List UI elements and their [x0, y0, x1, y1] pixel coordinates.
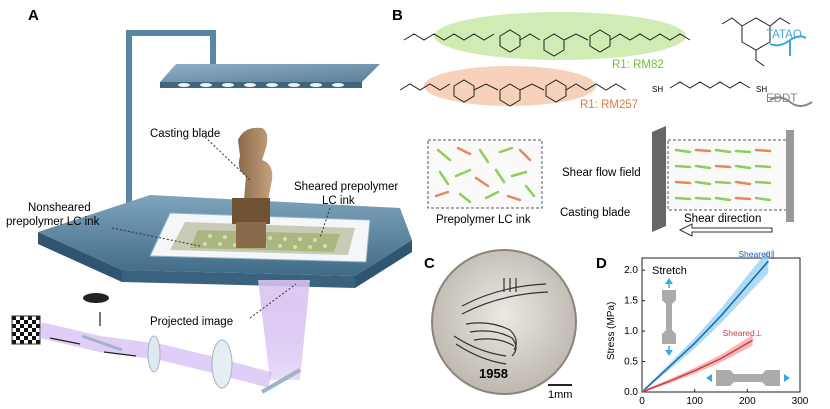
label-nonsheared-2: prepolymer LC ink: [6, 216, 100, 228]
label-tatao: TATAO: [766, 29, 802, 41]
label-rm82: R1: RM82: [612, 59, 664, 71]
panel-b: B R1: RM82 R1: RM257: [392, 7, 812, 236]
label-shear-direction: Shear direction: [684, 213, 761, 225]
y-tick-label: 0.0: [624, 387, 638, 398]
right-wall: [786, 130, 794, 222]
label-rm257: R1: RM257: [580, 99, 638, 111]
label-prepolymer-ink: Prepolymer LC ink: [436, 214, 531, 226]
y-tick-label: 2.0: [624, 265, 638, 276]
x-tick-label: 200: [739, 396, 756, 407]
optics: [12, 293, 300, 392]
label-projected-image: Projected image: [150, 316, 233, 328]
tatao-structure: [722, 18, 790, 66]
label-sheared-ink-1: Sheared prepolymer: [294, 181, 398, 193]
light-source-plate: [160, 64, 380, 88]
projection-beam: [258, 280, 310, 380]
x-tick-label: 300: [792, 396, 809, 407]
label-shear-flow-field: Shear flow field: [562, 167, 641, 179]
x-tick-label: 100: [686, 396, 703, 407]
y-axis-label: Stress (MPa): [606, 302, 617, 360]
inset-stretch-label: Stretch: [652, 265, 687, 277]
shear-direction-arrow: [680, 224, 772, 236]
label-nonsheared-1: Nonsheared: [28, 202, 91, 214]
panel-label-b: B: [392, 7, 403, 24]
blade-wall: [652, 126, 666, 232]
rm257-highlight: [424, 66, 596, 106]
series-label-0: Sheared∥: [738, 249, 774, 259]
scale-label: 1mm: [548, 389, 572, 401]
panel-d: D 0 100 200 300 0.0 0.5 1.0 1.5 2.0 Sheared∥ Shear…: [596, 249, 809, 407]
x-tick-label: 0: [639, 396, 645, 407]
label-casting-blade-b: Casting blade: [560, 207, 630, 219]
eddt-structure: [670, 82, 750, 88]
stand-pole: [126, 30, 132, 230]
panel-c: C 1958 1mm: [424, 250, 576, 401]
panel-label-c: C: [424, 255, 435, 272]
eddt-sh-left: SH: [652, 85, 663, 94]
panel-label-a: A: [28, 7, 39, 24]
dmd-checker: [12, 316, 40, 344]
coin-year: 1958: [479, 366, 508, 381]
label-casting-blade: Casting blade: [150, 128, 220, 140]
series-label-1: Sheared⊥: [723, 328, 763, 338]
y-tick-label: 1.0: [624, 326, 638, 337]
label-sheared-ink-2: LC ink: [322, 195, 355, 207]
label-eddt: EDDT: [766, 93, 797, 105]
y-tick-label: 0.5: [624, 357, 638, 368]
panel-label-d: D: [596, 255, 607, 272]
panel-a: A: [6, 7, 412, 392]
stand-arm: [126, 30, 214, 36]
y-tick-label: 1.5: [624, 296, 638, 307]
